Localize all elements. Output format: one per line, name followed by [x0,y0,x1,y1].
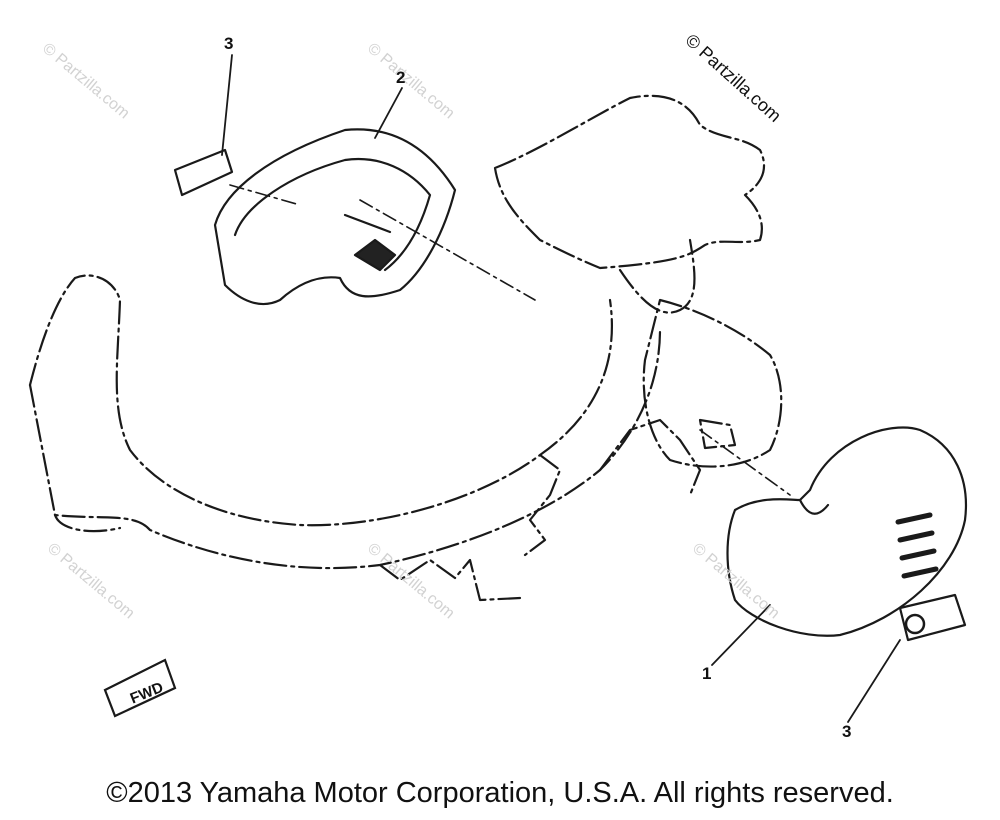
assembly-lines [229,184,791,496]
part-3-emblem-bottom [898,593,967,642]
leader-lines [221,54,901,723]
callout-2: 2 [396,68,406,87]
fwd-decal: FWD [103,658,177,718]
callout-3-bottom: 3 [842,722,852,741]
callout-1: 1 [702,664,712,683]
side-panel-outline [642,298,783,468]
callout-3-top: 3 [224,34,234,53]
frame-outline [28,274,702,602]
seat-outline [493,94,766,314]
copyright-footer: ©2013 Yamaha Motor Corporation, U.S.A. A… [106,777,894,809]
part-3-emblem-top [173,148,234,197]
part-2-cover [213,128,457,305]
part-1-cover [726,426,967,637]
